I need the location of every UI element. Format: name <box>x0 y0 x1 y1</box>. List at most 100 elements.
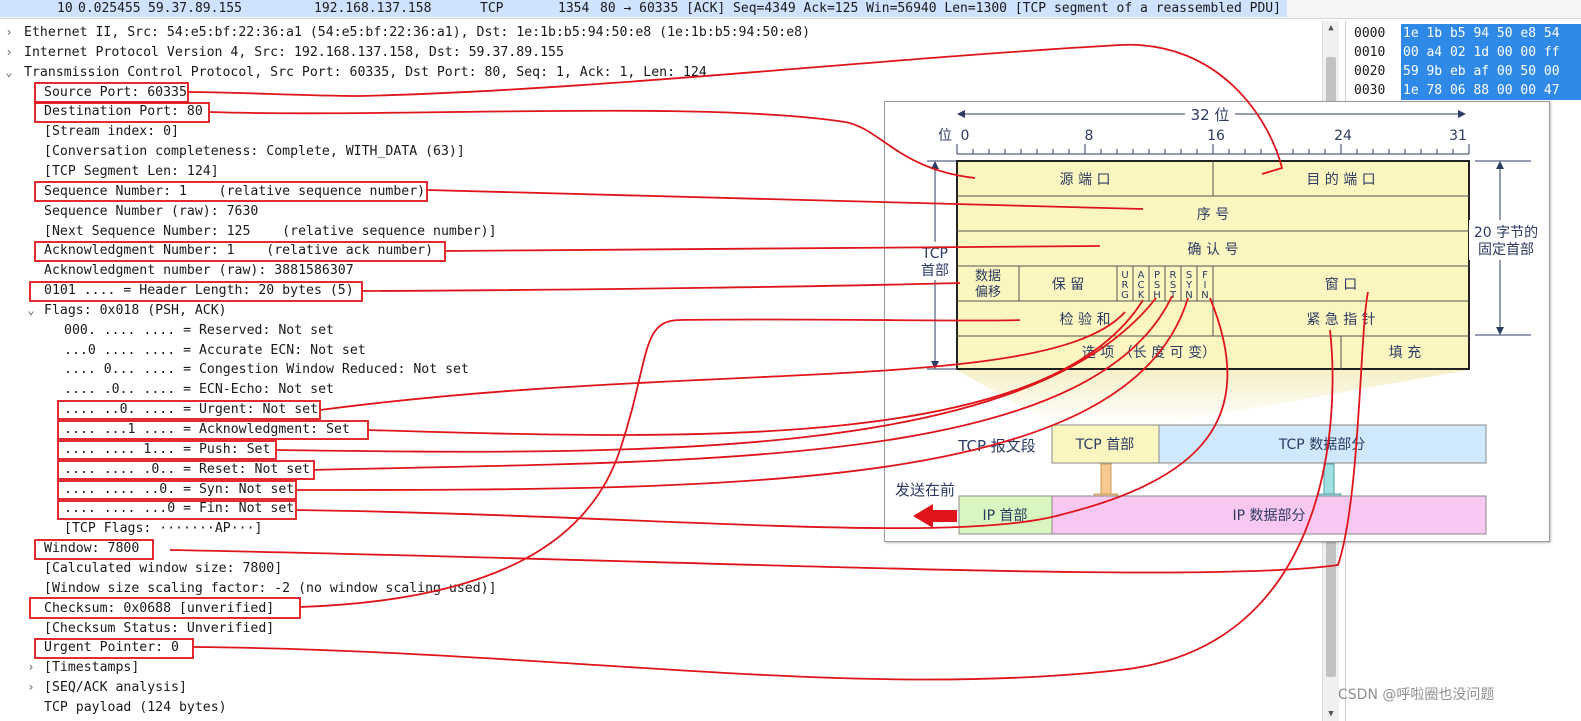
flag-letter: S <box>1154 280 1160 291</box>
flag-letter: R <box>1122 280 1129 291</box>
fixed-header-label-1: 20 字节的 <box>1474 225 1538 241</box>
tree-row[interactable]: ›Ethernet II, Src: 54:e5:bf:22:36:a1 (54… <box>0 23 1320 42</box>
tree-row-text: [Next Sequence Number: 125 (relative seq… <box>44 223 497 239</box>
hex-byte-row[interactable]: 00 a4 02 1d 00 00 ff <box>1401 43 1581 62</box>
tree-row-text: .... 0... .... = Congestion Window Reduc… <box>64 362 469 378</box>
flag-letter: N <box>1185 290 1192 301</box>
tree-row-text: .... ..0. .... = Urgent: Not set <box>64 402 319 418</box>
flag-letter: S <box>1170 280 1176 291</box>
tick-16: 16 <box>1207 128 1225 144</box>
field-urgent: 紧 急 指 针 <box>1306 312 1375 328</box>
packet-length: 1354 <box>558 1 590 16</box>
packet-row-selected[interactable]: 10 0.025455 59.37.89.155 192.168.137.158… <box>0 0 1287 17</box>
packet-protocol: TCP <box>480 1 504 16</box>
flag-letter: R <box>1170 270 1177 281</box>
tree-row[interactable]: › [SEQ/ACK analysis] <box>0 678 1320 697</box>
hex-byte-row[interactable]: 1e 1b b5 94 50 e8 54 <box>1401 24 1581 43</box>
hex-byte-row[interactable]: 59 9b eb af 00 50 00 <box>1401 62 1581 81</box>
tree-row[interactable]: Acknowledgment number (raw): 3881586307 <box>0 261 1320 280</box>
field-checksum: 检 验 和 <box>1060 312 1111 328</box>
ip-data-box: IP 数据部分 <box>1232 508 1305 524</box>
tree-row-text: .... .0.. .... = ECN-Echo: Not set <box>64 382 334 398</box>
field-offset-1: 数据 <box>975 269 1001 284</box>
tree-row-text: Checksum: 0x0688 [unverified] <box>44 600 275 616</box>
tree-row[interactable]: [Calculated window size: 7800] <box>0 559 1320 578</box>
packet-source: 59.37.89.155 <box>148 1 242 16</box>
chevron-right-icon[interactable]: › <box>27 680 35 695</box>
tree-row-text: [SEQ/ACK analysis] <box>44 680 187 696</box>
tree-row-text: 000. .... .... = Reserved: Not set <box>64 322 334 338</box>
chevron-right-icon[interactable]: › <box>5 25 13 39</box>
scroll-down-icon[interactable]: ▼ <box>1328 709 1334 719</box>
tree-row-text: [Checksum Status: Unverified] <box>44 620 275 636</box>
tree-row-text: Flags: 0x018 (PSH, ACK) <box>44 302 227 318</box>
hex-offset: 0000 <box>1354 26 1386 41</box>
tree-row-text: [Conversation completeness: Complete, WI… <box>44 144 465 160</box>
tree-row-text: .... .... .0.. = Reset: Not set <box>64 461 311 477</box>
tree-row[interactable]: [Window size scaling factor: -2 (no wind… <box>0 579 1320 598</box>
chevron-down-icon[interactable]: ⌄ <box>27 302 35 317</box>
tcp-data-box: TCP 数据部分 <box>1278 437 1365 453</box>
field-ack: 确 认 号 <box>1188 242 1239 258</box>
field-window: 窗 口 <box>1325 276 1357 293</box>
flag-letter: A <box>1138 270 1145 281</box>
tree-row[interactable]: › Internet Protocol Version 4, Src: 192.1… <box>0 43 1320 62</box>
tree-row-text: .... .... ..0. = Syn: Not set <box>64 481 295 497</box>
tree-row-text: Sequence Number (raw): 7630 <box>44 203 259 219</box>
field-reserved: 保 留 <box>1052 277 1084 293</box>
tree-row[interactable]: [Stream index: 0] <box>0 122 1320 141</box>
tick-8: 8 <box>1085 128 1094 144</box>
scroll-up-icon[interactable]: ▲ <box>1328 23 1334 33</box>
tick-0: 0 <box>961 128 970 144</box>
fixed-header-label-2: 固定首部 <box>1478 242 1534 258</box>
hex-offset: 0010 <box>1354 45 1386 60</box>
tree-row-text: [Timestamps] <box>44 660 140 676</box>
tree-row[interactable]: Source Port: 60335 <box>0 83 1320 102</box>
tree-row[interactable]: [Next Sequence Number: 125 (relative seq… <box>0 222 1320 241</box>
tree-row-text: [TCP Segment Len: 124] <box>44 163 219 179</box>
tree-row[interactable]: Sequence Number (raw): 7630 <box>0 202 1320 221</box>
tree-row-text: .... .... ...0 = Fin: Not set <box>64 501 295 517</box>
flag-letter: H <box>1153 290 1161 301</box>
packet-info: 80 → 60335 [ACK] Seq=4349 Ack=125 Win=56… <box>600 1 1281 16</box>
tree-row-text: Transmission Control Protocol, Src Port:… <box>24 64 707 80</box>
tree-row-text: [Window size scaling factor: -2 (no wind… <box>44 580 497 596</box>
packet-time: 0.025455 <box>78 1 141 16</box>
tree-row-text: Internet Protocol Version 4, Src: 192.16… <box>24 44 564 60</box>
tree-row-text: .... ...1 .... = Acknowledgment: Set <box>64 422 350 437</box>
tree-row-text: [Calculated window size: 7800] <box>44 560 283 576</box>
chevron-right-icon[interactable]: › <box>27 660 35 675</box>
tick-24: 24 <box>1334 128 1352 144</box>
tree-row[interactable]: ⌄ Transmission Control Protocol, Src Port… <box>0 63 1320 82</box>
flag-letter: C <box>1138 280 1145 291</box>
tcp-header-label-1: TCP <box>921 246 948 262</box>
tick-31: 31 <box>1449 128 1467 144</box>
tree-row[interactable]: Urgent Pointer: 0 <box>0 638 1320 657</box>
bit-ruler <box>956 144 1470 155</box>
chevron-right-icon[interactable]: › <box>5 44 13 59</box>
field-offset-2: 偏移 <box>975 285 1001 300</box>
hex-offset: 0030 <box>1354 83 1386 98</box>
flag-letter: F <box>1202 270 1208 281</box>
chevron-down-icon[interactable]: ⌄ <box>5 64 13 79</box>
tree-row[interactable]: Checksum: 0x0688 [unverified] <box>0 599 1320 618</box>
hex-byte-row[interactable]: 1e 78 06 88 00 00 47 <box>1401 81 1581 100</box>
packet-destination: 192.168.137.158 <box>314 1 432 16</box>
flag-letter: Y <box>1185 280 1193 291</box>
field-seq: 序 号 <box>1197 207 1229 223</box>
tree-row-text: 0101 .... = Header Length: 20 bytes (5) <box>44 283 354 299</box>
tree-row[interactable]: › [Timestamps] <box>0 658 1320 677</box>
flag-letter: U <box>1121 270 1128 281</box>
flag-letter: I <box>1204 280 1207 291</box>
tree-row[interactable]: [Checksum Status: Unverified] <box>0 619 1320 638</box>
field-options: 选 项 （长 度 可 变） <box>1082 345 1216 361</box>
hex-offset: 0020 <box>1354 64 1386 79</box>
watermark: CSDN @呼啦圈也没问题 <box>1338 687 1495 703</box>
tree-row-text: Source Port: 60335 <box>44 84 187 100</box>
flag-letter: T <box>1169 290 1177 301</box>
tree-row-text: [Stream index: 0] <box>44 124 179 140</box>
tree-row-text: Acknowledgment number (raw): 3881586307 <box>44 263 354 279</box>
tree-row[interactable]: TCP payload (124 bytes) <box>0 698 1320 717</box>
flag-letter: K <box>1138 290 1145 301</box>
